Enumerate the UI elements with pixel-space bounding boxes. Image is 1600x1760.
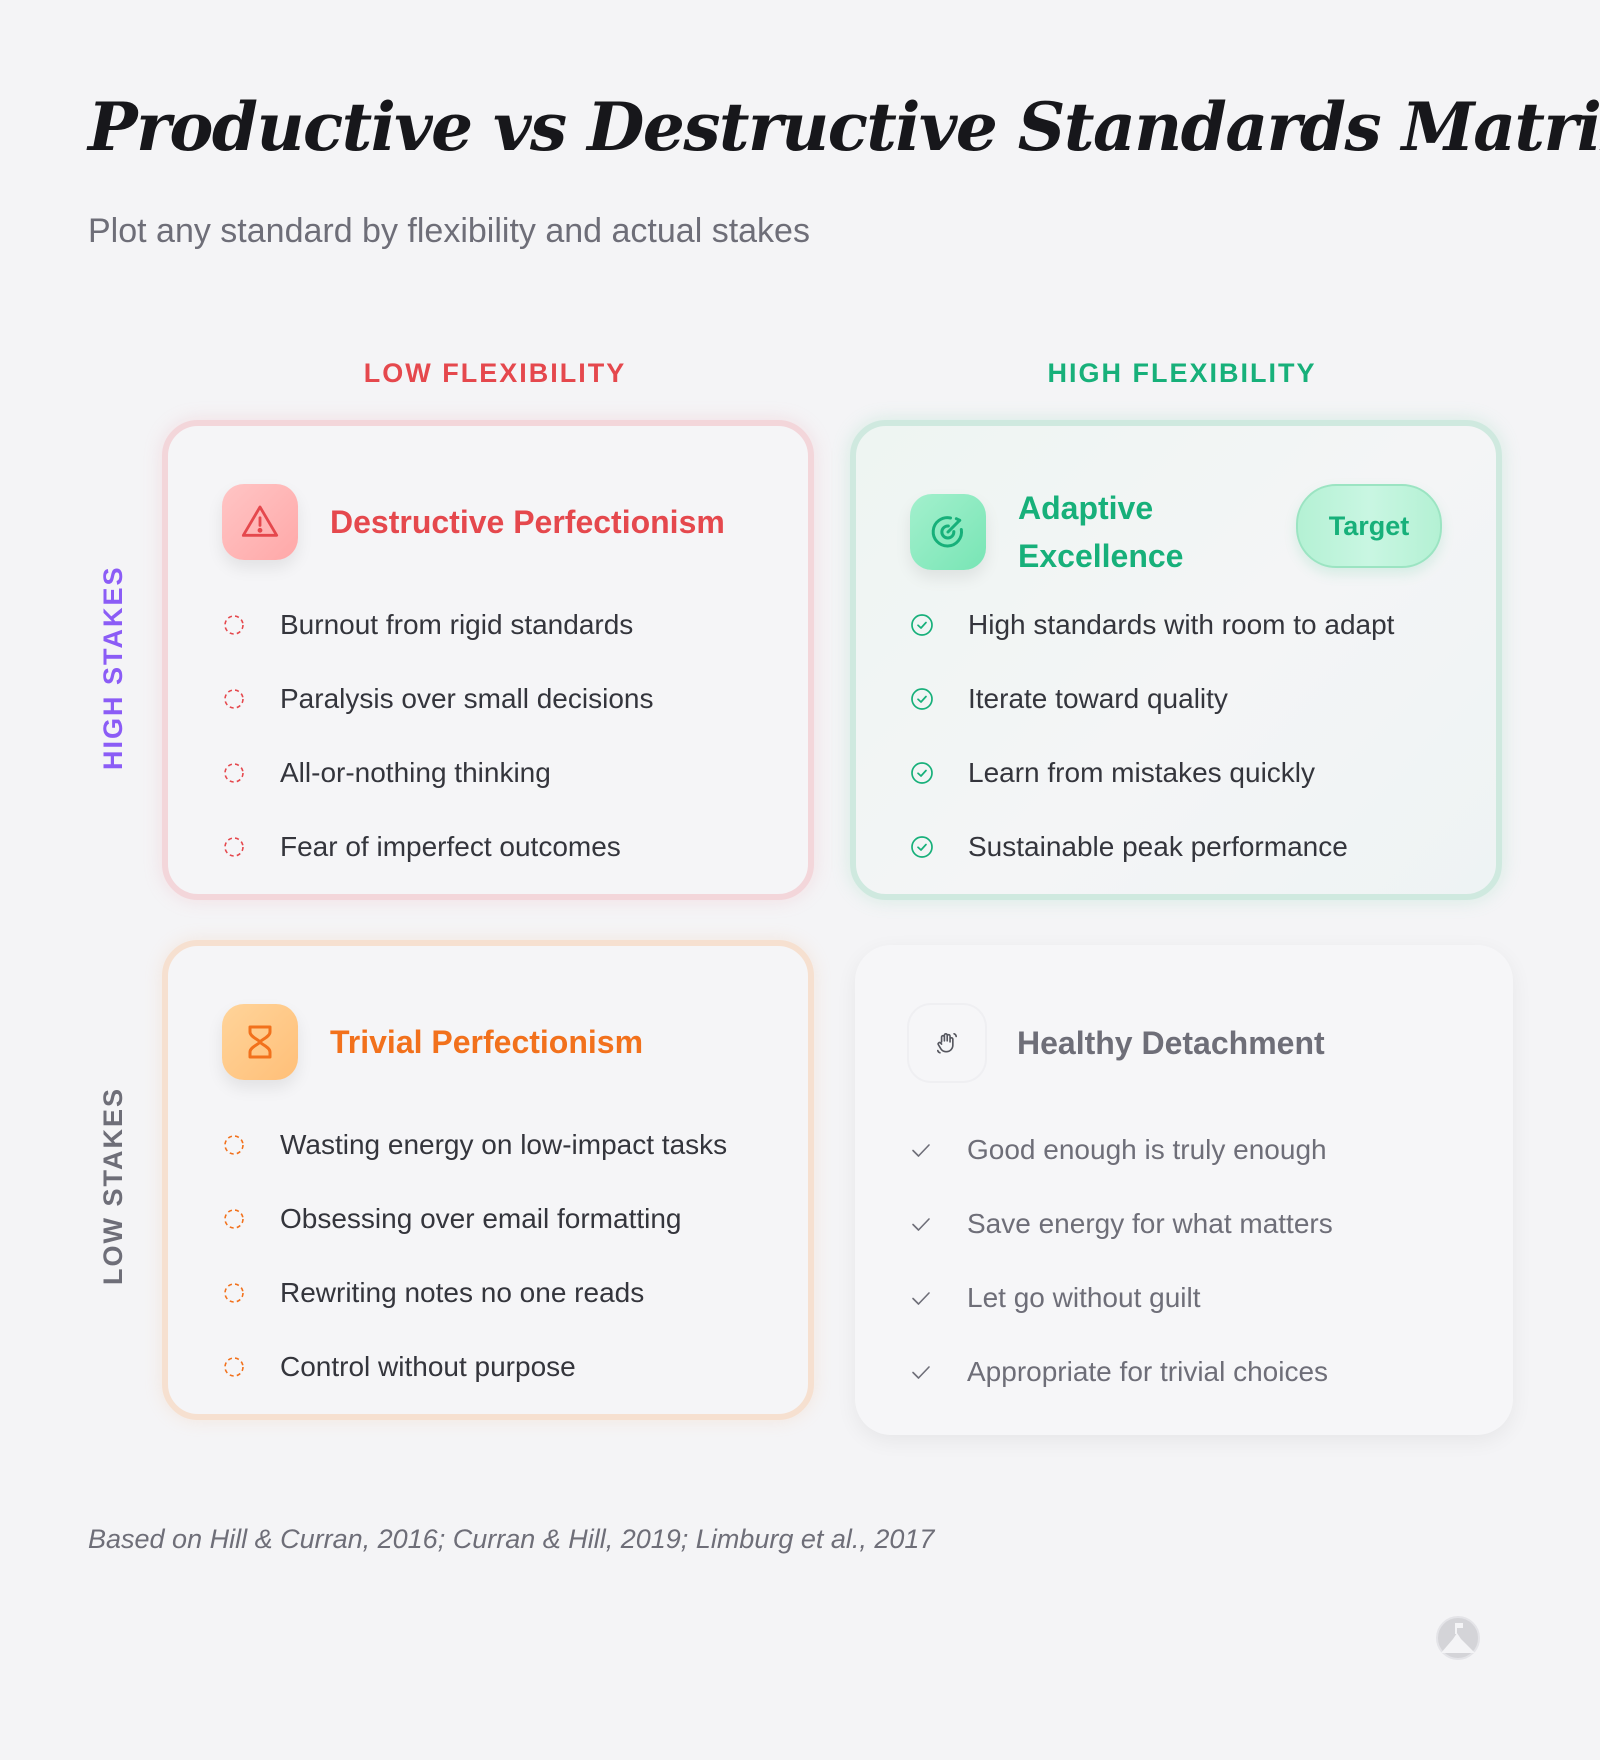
dashed-circle-icon xyxy=(222,613,246,637)
dashed-circle-icon xyxy=(222,687,246,711)
axis-label-low-flexibility: LOW FLEXIBILITY xyxy=(363,358,627,388)
quadrant-list: Burnout from rigid standards Paralysis o… xyxy=(222,588,653,884)
axis-label-low-stakes: LOW STAKES xyxy=(98,1087,128,1285)
list-item: Obsessing over email formatting xyxy=(222,1182,727,1256)
dashed-circle-icon xyxy=(222,835,246,859)
check-circle-icon xyxy=(910,687,934,711)
check-icon xyxy=(909,1360,933,1384)
list-item: Fear of imperfect outcomes xyxy=(222,810,653,884)
check-icon xyxy=(909,1138,933,1162)
waving-hand-icon xyxy=(909,1005,985,1081)
mountain-flag-logo-icon xyxy=(1435,1615,1481,1661)
dashed-circle-icon xyxy=(222,1207,246,1231)
quadrant-list: High standards with room to adapt Iterat… xyxy=(910,588,1394,884)
quadrant-list: Wasting energy on low-impact tasks Obses… xyxy=(222,1108,727,1404)
quadrant-title: Destructive Perfectionism xyxy=(330,504,725,540)
warning-triangle-icon xyxy=(222,484,298,560)
list-item: High standards with room to adapt xyxy=(910,588,1394,662)
quadrant-title: Healthy Detachment xyxy=(1017,1025,1325,1061)
dashed-circle-icon xyxy=(222,1281,246,1305)
target-icon xyxy=(910,494,986,570)
target-badge: Target xyxy=(1296,484,1442,568)
list-item: All-or-nothing thinking xyxy=(222,736,653,810)
check-icon xyxy=(909,1286,933,1310)
axis-label-high-stakes: HIGH STAKES xyxy=(98,565,128,770)
quadrant-trivial-perfectionism: Trivial Perfectionism Wasting energy on … xyxy=(162,940,814,1420)
list-item: Burnout from rigid standards xyxy=(222,588,653,662)
quadrant-destructive-perfectionism: Destructive Perfectionism Burnout from r… xyxy=(162,420,814,900)
citation: Based on Hill & Curran, 2016; Curran & H… xyxy=(88,1524,935,1554)
list-item: Learn from mistakes quickly xyxy=(910,736,1394,810)
quadrant-title: Trivial Perfectionism xyxy=(330,1024,644,1060)
dashed-circle-icon xyxy=(222,761,246,785)
quadrant-healthy-detachment: Healthy Detachment Good enough is truly … xyxy=(855,945,1513,1435)
check-icon xyxy=(909,1212,933,1236)
list-item: Save energy for what matters xyxy=(909,1187,1333,1261)
check-circle-icon xyxy=(910,835,934,859)
list-item: Wasting energy on low-impact tasks xyxy=(222,1108,727,1182)
list-item: Good enough is truly enough xyxy=(909,1113,1333,1187)
list-item: Control without purpose xyxy=(222,1330,727,1404)
list-item: Iterate toward quality xyxy=(910,662,1394,736)
quadrant-adaptive-excellence: Adaptive Excellence Target High standard… xyxy=(850,420,1502,900)
list-item: Rewriting notes no one reads xyxy=(222,1256,727,1330)
dashed-circle-icon xyxy=(222,1355,246,1379)
list-item: Appropriate for trivial choices xyxy=(909,1335,1333,1409)
quadrant-list: Good enough is truly enough Save energy … xyxy=(909,1113,1333,1409)
hourglass-icon xyxy=(222,1004,298,1080)
check-circle-icon xyxy=(910,761,934,785)
page-title: Productive vs Destructive Standards Matr… xyxy=(88,88,1600,166)
axis-label-high-flexibility: HIGH FLEXIBILITY xyxy=(1047,358,1317,388)
quadrant-title: Adaptive Excellence xyxy=(1018,490,1184,574)
list-item: Paralysis over small decisions xyxy=(222,662,653,736)
dashed-circle-icon xyxy=(222,1133,246,1157)
check-circle-icon xyxy=(910,613,934,637)
list-item: Let go without guilt xyxy=(909,1261,1333,1335)
list-item: Sustainable peak performance xyxy=(910,810,1394,884)
page-subtitle: Plot any standard by flexibility and act… xyxy=(88,212,810,250)
